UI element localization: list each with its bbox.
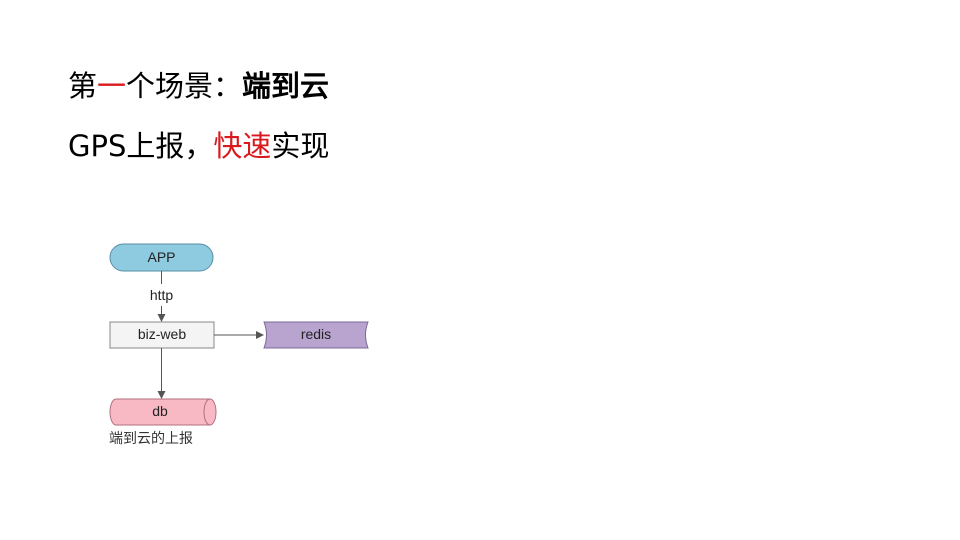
subtitle-text-red: 快速	[213, 129, 272, 163]
subtitle-text-2: 实现	[271, 129, 330, 163]
bizweb-node: biz-web	[109, 321, 215, 349]
title-text-1: 第	[68, 69, 98, 103]
subtitle-text-1: GPS上报，	[68, 129, 214, 163]
title-text-2: 个场景：	[126, 69, 243, 103]
redis-node: redis	[263, 321, 369, 349]
title-text-red-1: 一	[97, 69, 127, 103]
app-node: APP	[109, 243, 214, 272]
edge-http-label: http	[150, 287, 174, 303]
diagram-canvas: APP http biz-web redis	[109, 243, 369, 446]
title-text-bold: 端到云	[242, 69, 330, 103]
db-node-label: db	[152, 403, 168, 419]
architecture-diagram: APP http biz-web redis	[100, 236, 390, 456]
db-node: db	[109, 398, 217, 426]
diagram-caption: 端到云的上报	[109, 430, 193, 446]
slide-title-line-1: 第一个场景：端到云	[68, 68, 329, 104]
redis-node-label: redis	[301, 326, 331, 342]
slide-subtitle-line-2: GPS上报，快速实现	[68, 128, 329, 164]
bizweb-node-label: biz-web	[138, 326, 186, 342]
app-node-label: APP	[147, 249, 175, 265]
